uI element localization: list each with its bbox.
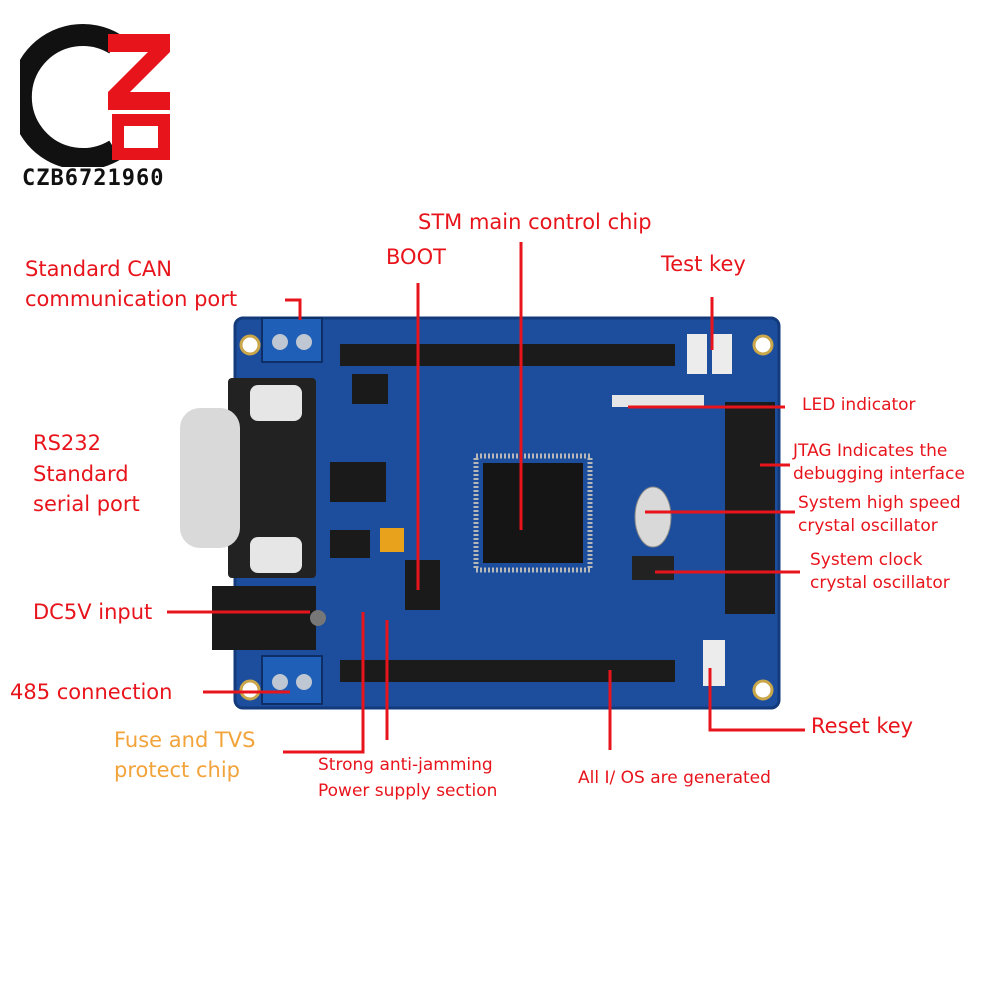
label-power-line2: Power supply section <box>318 781 498 801</box>
label-rs232-line2: Standard <box>33 462 129 486</box>
label-485-connection: 485 connection <box>10 680 173 704</box>
label-lse-line1: System clock <box>810 550 923 570</box>
label-jtag-line2: debugging interface <box>793 464 965 484</box>
label-rs232-line3: serial port <box>33 492 140 516</box>
label-fuse-line2: protect chip <box>114 758 240 782</box>
label-rs232-line1: RS232 <box>33 431 102 455</box>
label-can-line1: Standard CAN <box>25 257 172 281</box>
label-all-io: All I/ OS are generated <box>578 768 771 788</box>
label-stm-main-chip: STM main control chip <box>418 210 652 234</box>
label-hse-line2: crystal oscillator <box>798 516 938 536</box>
label-hse-line1: System high speed <box>798 493 961 513</box>
label-test-key: Test key <box>661 252 746 276</box>
label-reset-key: Reset key <box>811 714 914 738</box>
label-can-line2: communication port <box>25 287 238 311</box>
label-dc5v-input: DC5V input <box>33 600 153 624</box>
label-power-line1: Strong anti-jamming <box>318 755 493 775</box>
label-led-indicator: LED indicator <box>802 395 916 415</box>
brand-logo <box>20 24 170 167</box>
label-lse-line2: crystal oscillator <box>810 573 950 593</box>
label-fuse-line1: Fuse and TVS <box>114 728 256 752</box>
label-boot: BOOT <box>386 245 446 269</box>
label-jtag-line1: JTAG Indicates the <box>793 441 948 461</box>
logo-text: CZB6721960 <box>22 166 165 191</box>
